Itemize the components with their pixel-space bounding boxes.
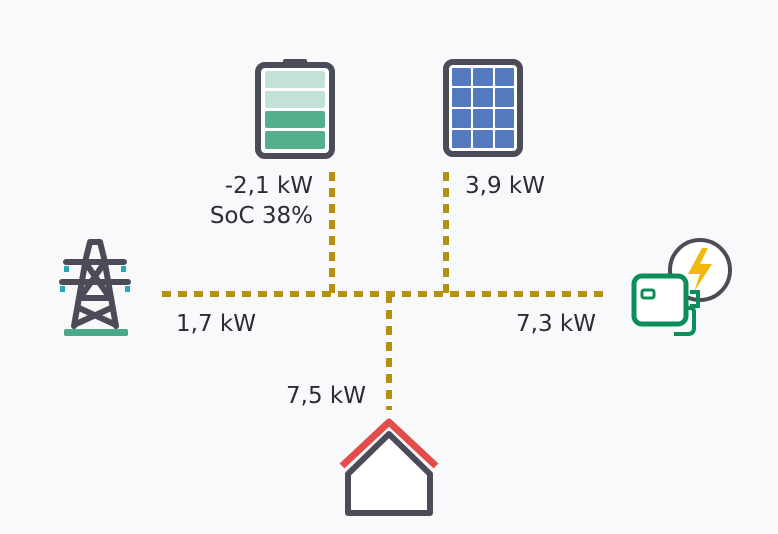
solar-power-label: 3,9 kW [465, 173, 545, 199]
ev-charger-power-label: 7,3 kW [516, 311, 596, 337]
battery-soc-label: SoC 38% [209, 203, 313, 229]
power-tower-icon[interactable] [54, 236, 136, 340]
grid-power-label: 1,7 kW [176, 311, 256, 337]
ev-charger-icon[interactable] [628, 236, 734, 340]
battery-power-label: -2,1 kW [224, 173, 313, 199]
house-icon[interactable] [338, 416, 440, 520]
battery-icon[interactable] [254, 56, 336, 160]
home-power-label: 7,5 kW [286, 383, 366, 409]
solar-panel-icon[interactable] [442, 58, 524, 158]
